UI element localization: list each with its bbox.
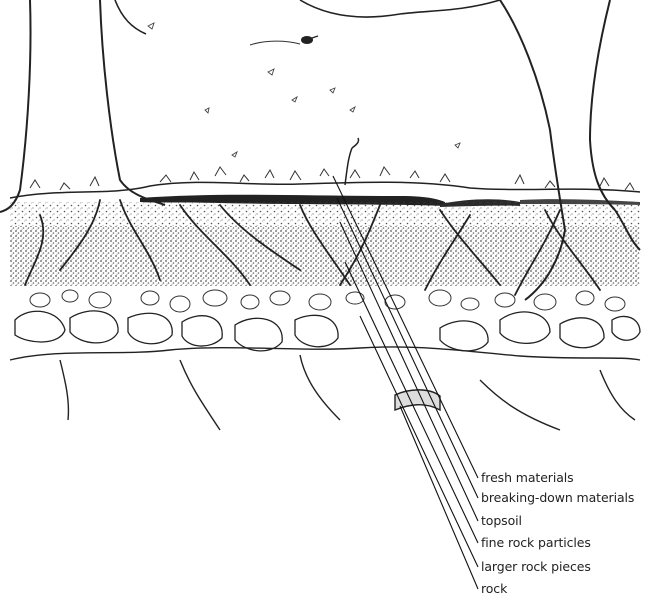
label-breaking-down-materials: breaking-down materials [481, 492, 634, 505]
leader-line-fine-rock-particles [345, 262, 478, 543]
branches [115, 0, 500, 34]
label-larger-rock-pieces: larger rock pieces [481, 561, 591, 574]
fresh-materials-layer [10, 167, 640, 198]
larger-rock-pieces-layer [15, 311, 640, 351]
label-topsoil: topsoil [481, 515, 522, 528]
sprout [345, 138, 359, 185]
leader-line-rock [400, 406, 478, 589]
bird [250, 36, 318, 45]
rock-layer [10, 347, 640, 430]
label-fresh-materials: fresh materials [481, 472, 574, 485]
label-rock: rock [481, 583, 507, 596]
fine-rock-particles-layer [30, 290, 625, 312]
label-fine-rock-particles: fine rock particles [481, 537, 591, 550]
